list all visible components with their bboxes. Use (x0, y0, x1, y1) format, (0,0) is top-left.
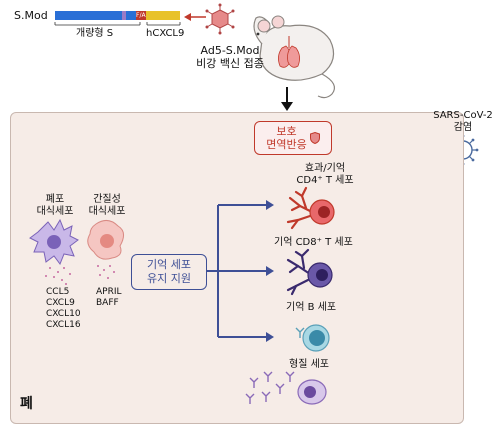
alveolar-line1: 폐포 (45, 194, 65, 205)
sars-cov-2-label: SARS-CoV-2 감염 (432, 110, 494, 134)
memory-b-cell-icon (295, 324, 330, 352)
memory-b-cell-label: 기억 B 세포 (286, 302, 337, 313)
mouse-illustration (253, 15, 335, 99)
protection-line1: 보호 (276, 125, 297, 138)
interstitial-line2: 대식세포 (88, 206, 126, 217)
interstitial-line1: 간질성 (93, 194, 121, 205)
support-text: 기억 세포 유지 지원 (147, 258, 191, 286)
down-arrow (281, 87, 293, 111)
vector-arrow (184, 13, 206, 21)
support-line1: 기억 세포 (147, 258, 191, 271)
cd4-line1: 효과/기억 (304, 163, 346, 174)
virus-line2: 감염 (453, 122, 473, 133)
chemokine-list: CCL5 CXCL9 CXCL10 CXCL16 (46, 287, 81, 331)
protective-immunity-box: 보호 면역반응 (254, 121, 332, 155)
construct-label: S.Mod (14, 9, 48, 22)
plasma-cell-label: 형질 세포 (289, 359, 329, 370)
cd8-t-cell-label: 기억 CD8⁺ T 세포 (274, 237, 353, 248)
cxcl9-label: hCXCL9 (146, 28, 185, 39)
interstitial-macrophage-icon (87, 220, 124, 279)
alveolar-line2: 대식세포 (36, 206, 74, 217)
construct-bar (54, 11, 181, 26)
cd8-t-cell-icon (286, 248, 333, 296)
factor-item: APRIL (96, 287, 122, 297)
cd4-t-cell-label: 효과/기억 CD4⁺ T 세포 (282, 163, 368, 187)
vaccine-line1: Ad5-S.Mod (200, 44, 260, 57)
cd4-t-cell-icon (286, 186, 335, 230)
chemokine-item: CXCL9 (46, 298, 75, 308)
s-gene-label: 개량형 S (76, 28, 114, 39)
lung-panel (10, 112, 464, 424)
cd4-line2: CD4⁺ T 세포 (296, 175, 354, 186)
virus-line1: SARS-CoV-2 (433, 110, 493, 121)
alveolar-macrophage-icon (29, 218, 79, 285)
fra-label: F/A (136, 12, 146, 19)
alveolar-macrophage-label: 폐포 대식세포 (30, 194, 80, 218)
factor-list: APRIL BAFF (96, 287, 122, 309)
shield-icon (309, 132, 320, 144)
branch-arrows (206, 204, 268, 338)
chemokine-item: CCL5 (46, 287, 70, 297)
vaccine-line2: 비강 백신 접종 (196, 57, 264, 70)
protection-line2: 면역반응 (266, 138, 307, 151)
interstitial-macrophage-label: 간질성 대식세포 (82, 194, 132, 218)
plasma-cell-icon (245, 371, 327, 405)
lung-organ-label: 폐 (20, 396, 33, 412)
chemokine-item: CXCL10 (46, 309, 81, 319)
memory-support-box: 기억 세포 유지 지원 (131, 254, 207, 290)
adenovirus-icon (205, 3, 235, 35)
support-line2: 유지 지원 (147, 272, 191, 285)
factor-item: BAFF (96, 298, 119, 308)
vaccine-label: Ad5-S.Mod 비강 백신 접종 (188, 44, 272, 70)
chemokine-item: CXCL16 (46, 320, 81, 330)
protection-text: 보호 면역반응 (266, 125, 306, 151)
